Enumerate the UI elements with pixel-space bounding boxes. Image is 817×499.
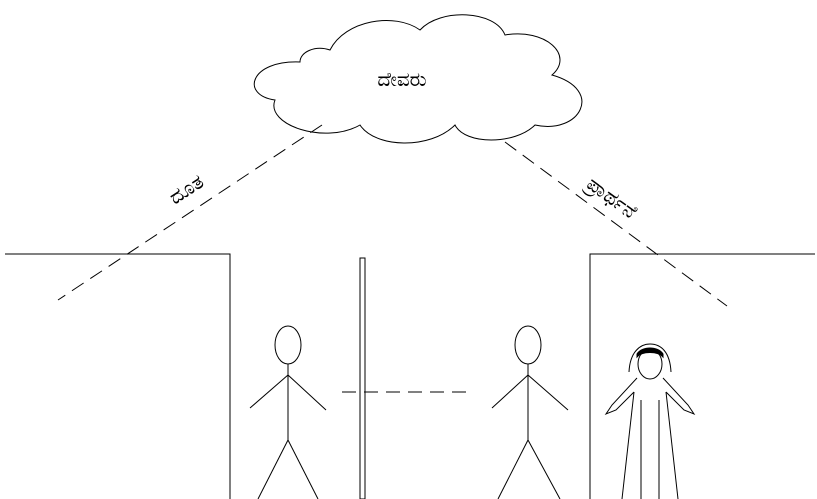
partition-wall: [359, 257, 366, 499]
middle-stick-figure: [491, 325, 569, 499]
left-room-outline: [5, 253, 231, 499]
messenger-label: ದೂತ: [164, 169, 207, 209]
messenger-dashed-line: [57, 124, 323, 301]
prayer-dashed-line: [504, 141, 728, 307]
prayer-label: ಪ್ರಾರ್ಥನೆ: [580, 170, 642, 225]
left-stick-figure: [249, 325, 327, 499]
cloud-label: ದೇವರು: [377, 67, 426, 91]
robed-figure: [604, 343, 696, 499]
cloud-shape: [253, 14, 583, 144]
right-room-outline: [589, 253, 815, 499]
